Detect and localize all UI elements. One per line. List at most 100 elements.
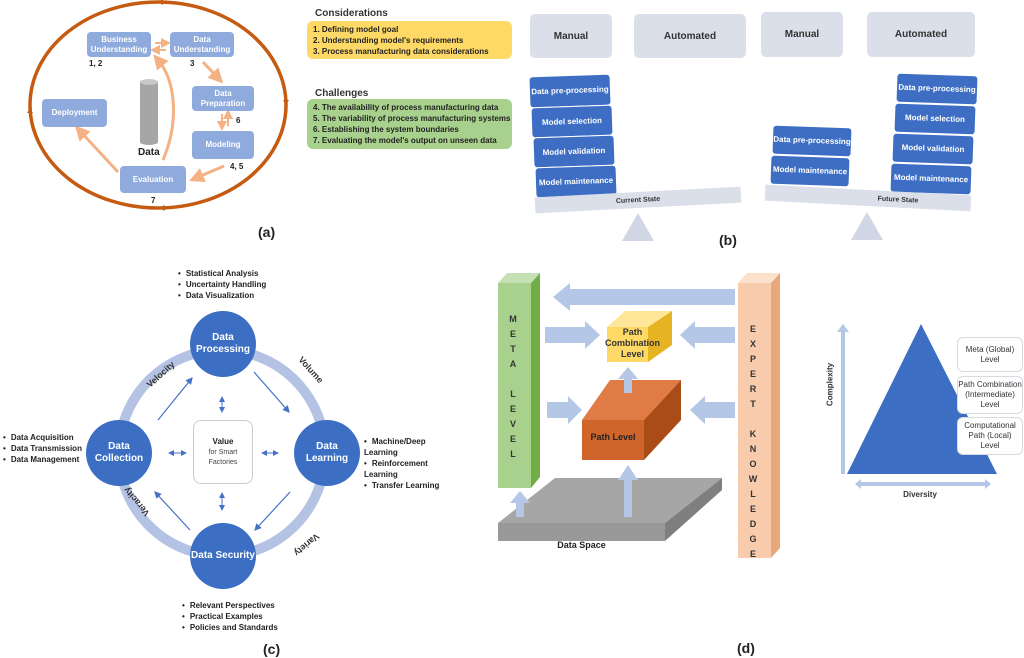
expert-knowledge-top (738, 273, 780, 283)
vertical-letter: A (509, 359, 517, 369)
path-level-label: Path Level (590, 432, 636, 442)
panel-d-label: (d) (737, 640, 755, 656)
future-state-fulcrum (851, 212, 883, 240)
value-box: Value for Smart Factories (193, 420, 253, 484)
vertical-letter: E (749, 504, 756, 514)
expert-knowledge-side (771, 273, 780, 558)
future-automated-stack-item: Model validation (891, 132, 975, 166)
future-manual-stack-item: Model maintenance (769, 154, 851, 188)
arrow-data-to-meta (510, 491, 530, 517)
path-combination-top (607, 311, 672, 327)
cycle-arrowhead-bottom (163, 205, 168, 211)
challenge-item: 7. Evaluating the model's output on unse… (313, 136, 497, 145)
future-automated-stack-item: Model selection (893, 102, 977, 136)
vertical-letter: E (749, 369, 756, 379)
vertical-letter: E (509, 329, 516, 339)
panel-b-label: (b) (719, 232, 737, 248)
vertical-letter: K (749, 429, 757, 439)
arrow-data-to-path (618, 465, 638, 517)
num-prep-model: 6 (236, 116, 241, 125)
vertical-letter: L (510, 389, 516, 399)
bullet-item: Policies and Standards (182, 622, 278, 633)
current-manual-stack-item: Data pre-processing (528, 73, 612, 109)
vertical-letter: L (510, 449, 516, 459)
current-manual-stack-item: Model selection (530, 104, 614, 139)
arrow-security-collection (154, 491, 191, 531)
vertical-letter: O (749, 459, 757, 469)
vertical-letter: E (509, 404, 516, 414)
levels-3d-graphic (498, 273, 780, 558)
current-state-label: Current State (615, 195, 661, 205)
value-title: Value (212, 437, 234, 447)
complexity-axis-label: Complexity (825, 362, 835, 407)
pyramid-level-path-combination: Path Combination (Intermediate) Level (957, 376, 1023, 414)
vertical-letter: N (749, 444, 757, 454)
data-label: Data (138, 147, 160, 158)
considerations-box: 1. Defining model goal 2. Understanding … (307, 21, 512, 59)
pyramid-level-computational-path: Computational Path (Local) Level (957, 417, 1023, 455)
arrow-expert-to-meta (553, 283, 735, 311)
pyramid-level-meta: Meta (Global) Level (957, 337, 1023, 372)
data-space-side (665, 478, 722, 541)
vertical-letter (506, 372, 520, 387)
meta-level-front (498, 283, 531, 488)
arrow-understanding-to-prep (201, 60, 224, 84)
arrow-expert-to-pathcomb (680, 321, 735, 349)
node-data-collection: Data Collection (86, 420, 152, 486)
vertical-letter: E (509, 434, 516, 444)
vertical-letter: G (749, 534, 757, 544)
data-space-label: Data Space (557, 540, 606, 550)
vertical-letter: T (510, 344, 516, 354)
current-automated-header: Automated (634, 14, 746, 58)
node-data-understanding: Data Understanding (170, 32, 234, 57)
future-automated-header: Automated (867, 12, 975, 57)
path-combination-label: Path Combination Level (605, 327, 660, 359)
future-automated-stack-item: Model maintenance (889, 162, 973, 196)
ring-label-variety: Variety (292, 531, 321, 558)
arrow-meta-to-path (547, 396, 582, 424)
arrow-expert-to-path (690, 396, 735, 424)
learning-bullets: Machine/Deep Learning Reinforcement Lear… (364, 436, 444, 491)
consideration-item: 1. Defining model goal (313, 25, 399, 34)
data-space-front (498, 523, 665, 541)
data-cylinder-bottom (140, 139, 158, 145)
cycle-arrowhead-right (283, 100, 289, 105)
collection-bullets: Data Acquisition Data Transmission Data … (3, 432, 82, 465)
num-modeling: 4, 5 (230, 162, 244, 171)
arrow-eval-to-business (153, 54, 175, 161)
bullet-item: Data Management (3, 454, 82, 465)
data-cylinder-body (140, 82, 158, 142)
path-level-front (582, 420, 644, 460)
bullet-item: Relevant Perspectives (182, 600, 278, 611)
bullet-item: Uncertainty Handling (178, 279, 266, 290)
node-deployment: Deployment (42, 99, 107, 127)
panel-a: Business Understanding Data Understandin… (0, 0, 300, 250)
challenges-box: 4. The availability of process manufactu… (307, 99, 512, 149)
diversity-axis-arrow (855, 479, 991, 489)
consideration-item: 2. Understanding model's requirements (313, 36, 464, 45)
cycle-arrowhead-left (27, 108, 33, 113)
considerations-title: Considerations (315, 8, 388, 19)
flow-arrows (510, 283, 735, 517)
challenge-item: 5. The variability of process manufactur… (313, 114, 511, 123)
current-manual-header: Manual (530, 14, 612, 58)
vertical-letter: L (750, 489, 756, 499)
future-manual-stack-item: Data pre-processing (771, 124, 853, 158)
node-modeling: Modeling (192, 131, 254, 159)
future-manual-header: Manual (761, 12, 843, 57)
current-state-fulcrum (622, 213, 654, 241)
vertical-letter: R (749, 384, 757, 394)
challenges-title: Challenges (315, 88, 369, 99)
crisp-cycle-graphic (27, 0, 289, 211)
panel-c-label: (c) (263, 641, 281, 657)
node-data-security: Data Security (190, 523, 256, 589)
arrow-learning-security (254, 491, 291, 531)
data-cylinder-top (140, 79, 158, 85)
vertical-letter: M (509, 314, 517, 324)
value-subtitle: for Smart Factories (208, 449, 238, 466)
cycle-arrowhead-top (158, 0, 163, 5)
bullet-item: Transfer Learning (364, 480, 444, 491)
node-evaluation: Evaluation (120, 166, 186, 193)
